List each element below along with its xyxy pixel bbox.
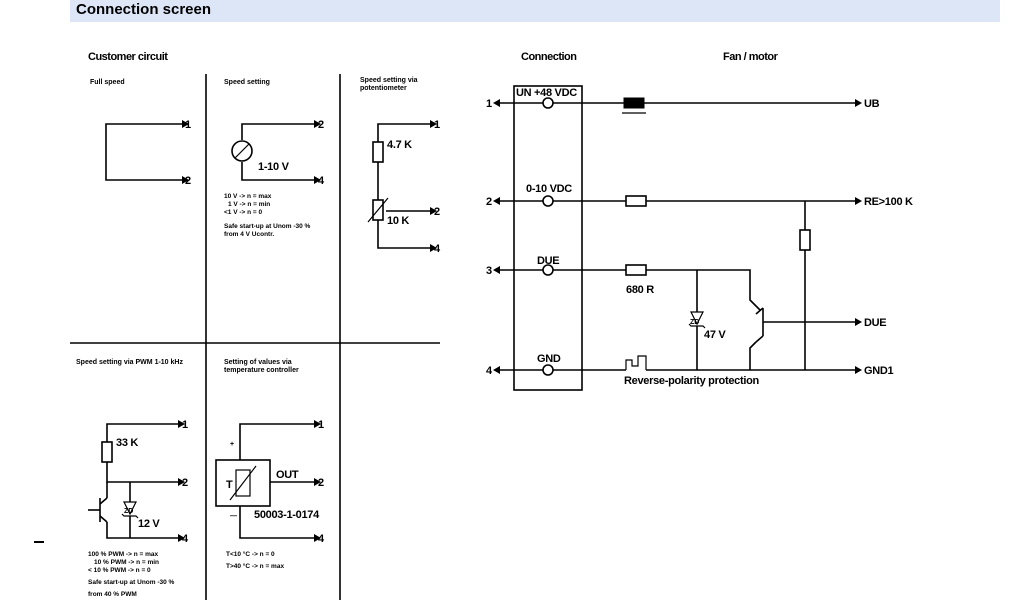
page-title: Connection screen xyxy=(76,1,212,18)
pin-label: 2 xyxy=(185,175,191,187)
terminal-block: UN +48 VDC 0-10 VDC DUE GND 1 2 3 4 xyxy=(486,85,583,391)
arrow-head xyxy=(182,120,189,128)
zener-icon xyxy=(123,501,137,516)
fan-motor-circuit: UB RE>100 K 680 R ZD 47 V DUE GND xyxy=(553,97,913,387)
zener-label: ZD xyxy=(690,319,699,326)
note-line: from 4 V Ucontr. xyxy=(224,231,274,238)
output-label: RE>100 K xyxy=(864,196,913,208)
note-line: Safe start-up at Unom -30 % xyxy=(88,579,175,586)
terminal-screw-icon xyxy=(542,97,554,109)
full-speed-title: Full speed xyxy=(90,79,125,86)
pin-label: 2 xyxy=(486,196,492,208)
connection-heading: Connection xyxy=(521,51,577,63)
pin-label: 1 xyxy=(486,98,492,110)
output-label: GND1 xyxy=(864,365,894,377)
voltage-label: 1-10 V xyxy=(258,161,290,173)
panel-temperature: Setting of values via temperature contro… xyxy=(215,359,325,570)
terminal-screw-icon xyxy=(542,195,554,207)
note-line: from 40 % PWM xyxy=(88,591,137,598)
resistor-icon xyxy=(625,195,647,207)
note-line: Safe start-up at Unom -30 % xyxy=(224,223,311,230)
pin-label: 1 xyxy=(185,119,191,131)
note-line: <1 V -> n = 0 xyxy=(224,209,263,216)
pin-label: 3 xyxy=(486,265,492,277)
note-line: < 10 % PWM -> n = 0 xyxy=(88,567,151,574)
note-line: T>40 °C -> n = max xyxy=(226,562,284,570)
pot-title-line: potentiometer xyxy=(360,85,407,92)
pin-label: 4 xyxy=(486,365,493,377)
terminal-label: DUE xyxy=(537,255,559,267)
resistor-icon xyxy=(799,229,811,251)
pin-label: 2 xyxy=(434,206,440,218)
pin-label: 1 xyxy=(182,419,188,431)
note-line: 10 % PWM -> n = min xyxy=(94,559,159,566)
note-line: T<10 °C -> n = 0 xyxy=(226,550,275,558)
inductor-icon xyxy=(623,97,645,109)
panel-full-speed: Full speed 1 2 xyxy=(90,79,191,187)
reverse-polarity-icon xyxy=(625,355,647,370)
terminal-label: UN +48 VDC xyxy=(516,87,577,99)
panel-potentiometer: Speed setting via potentiometer 1 2 4 4.… xyxy=(360,77,441,255)
minus-label: — xyxy=(230,513,237,520)
customer-circuit-heading: Customer circuit xyxy=(88,51,168,63)
terminal-label: 0-10 VDC xyxy=(526,183,572,195)
output-label: UB xyxy=(864,98,880,110)
zener-value: 47 V xyxy=(704,329,726,341)
due-resistor-value: 680 R xyxy=(626,284,654,296)
fan-motor-heading: Fan / motor xyxy=(723,51,779,63)
note-line: 10 V -> n = max xyxy=(224,193,272,200)
pot-value: 10 K xyxy=(387,215,409,227)
zener-label: ZD xyxy=(124,508,133,515)
plus-label: + xyxy=(230,441,234,448)
pin-label: 4 xyxy=(434,243,441,255)
terminal-screw-icon xyxy=(542,264,554,276)
resistor-value: 33 K xyxy=(116,437,138,449)
output-label: DUE xyxy=(864,317,886,329)
pin-label: 4 xyxy=(318,175,325,187)
resistor-value: 4.7 K xyxy=(387,139,412,151)
resistor-icon xyxy=(372,141,384,163)
pin-label: 2 xyxy=(318,119,324,131)
pot-title-line: Speed setting via xyxy=(360,77,418,84)
temp-title-line: temperature controller xyxy=(224,367,299,374)
note-line: 1 V -> n = min xyxy=(228,201,270,208)
pin-label: 1 xyxy=(434,119,440,131)
page-marker xyxy=(34,541,44,543)
thermistor-icon xyxy=(235,469,251,497)
panel-speed-setting: Speed setting 2 4 1-10 V 10 V -> n = max… xyxy=(224,79,325,238)
pin-label: 1 xyxy=(318,419,324,431)
part-number: 50003-1-0174 xyxy=(254,509,320,521)
sensor-label: T xyxy=(226,479,233,491)
temp-title-line: Setting of values via xyxy=(224,359,292,366)
zener-icon xyxy=(690,311,704,326)
pin-label: 2 xyxy=(182,477,188,489)
speed-setting-title: Speed setting xyxy=(224,79,270,86)
terminal-block-frame xyxy=(513,85,583,391)
full-speed-loop xyxy=(105,123,182,181)
zener-value: 12 V xyxy=(138,518,160,530)
pwm-title: Speed setting via PWM 1-10 kHz xyxy=(76,359,183,366)
pin-label: 4 xyxy=(318,533,325,545)
resistor-icon xyxy=(625,264,647,276)
reverse-polarity-label: Reverse-polarity protection xyxy=(624,375,760,387)
panel-pwm: Speed setting via PWM 1-10 kHz 1 2 4 33 … xyxy=(76,359,189,598)
arrow-head xyxy=(182,176,189,184)
resistor-icon xyxy=(101,441,113,463)
terminal-label: GND xyxy=(537,353,561,365)
terminal-screw-icon xyxy=(542,364,554,376)
note-line: 100 % PWM -> n = max xyxy=(88,551,158,558)
pin-label: 4 xyxy=(182,533,189,545)
pin-label: 2 xyxy=(318,477,324,489)
out-label: OUT xyxy=(276,469,299,481)
header-bar: Connection screen xyxy=(70,0,1000,22)
